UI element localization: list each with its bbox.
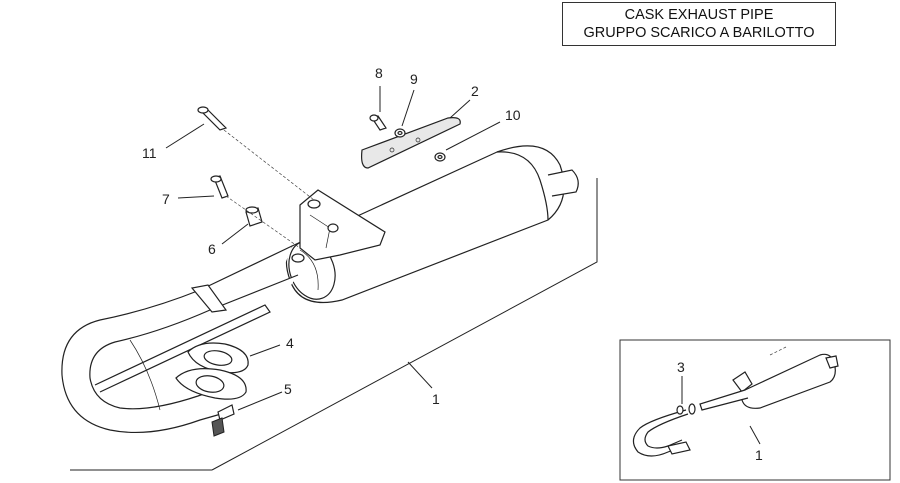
exhaust-pipe [61,245,299,434]
title-english: CASK EXHAUST PIPE [624,7,774,23]
callout-2: 2 [471,83,479,99]
muffler-bracket [291,189,386,263]
heat-shield [361,117,461,169]
shield-screw [369,114,387,131]
callout-11: 11 [142,145,157,161]
callout-1: 1 [432,391,440,407]
spacer [245,206,263,227]
pipe-flange [175,368,247,400]
shield-nut [434,152,446,162]
callout-8: 8 [375,65,383,81]
inset-callout-3: 3 [677,359,685,375]
callout-6: 6 [208,241,216,257]
inset-view: 3 1 [619,339,891,481]
long-bolt [197,106,228,131]
leader-lines [165,86,501,411]
callout-9: 9 [410,71,418,87]
callout-4: 4 [286,335,294,351]
shield-washer [394,128,406,138]
assembly-frame [70,178,598,471]
callout-5: 5 [284,381,292,397]
bracket-bolt [210,175,229,199]
callout-10: 10 [505,107,521,123]
muffler-body [285,145,579,304]
diagram-title-box: CASK EXHAUST PIPE GRUPPO SCARICO A BARIL… [562,2,836,46]
inset-callout-1: 1 [755,447,763,463]
callout-labels: 8 9 2 10 11 7 6 4 5 1 [142,65,521,407]
title-italian: GRUPPO SCARICO A BARILOTTO [583,25,815,41]
callout-7: 7 [162,191,170,207]
flange-bolt [211,404,235,437]
gasket [187,342,249,374]
